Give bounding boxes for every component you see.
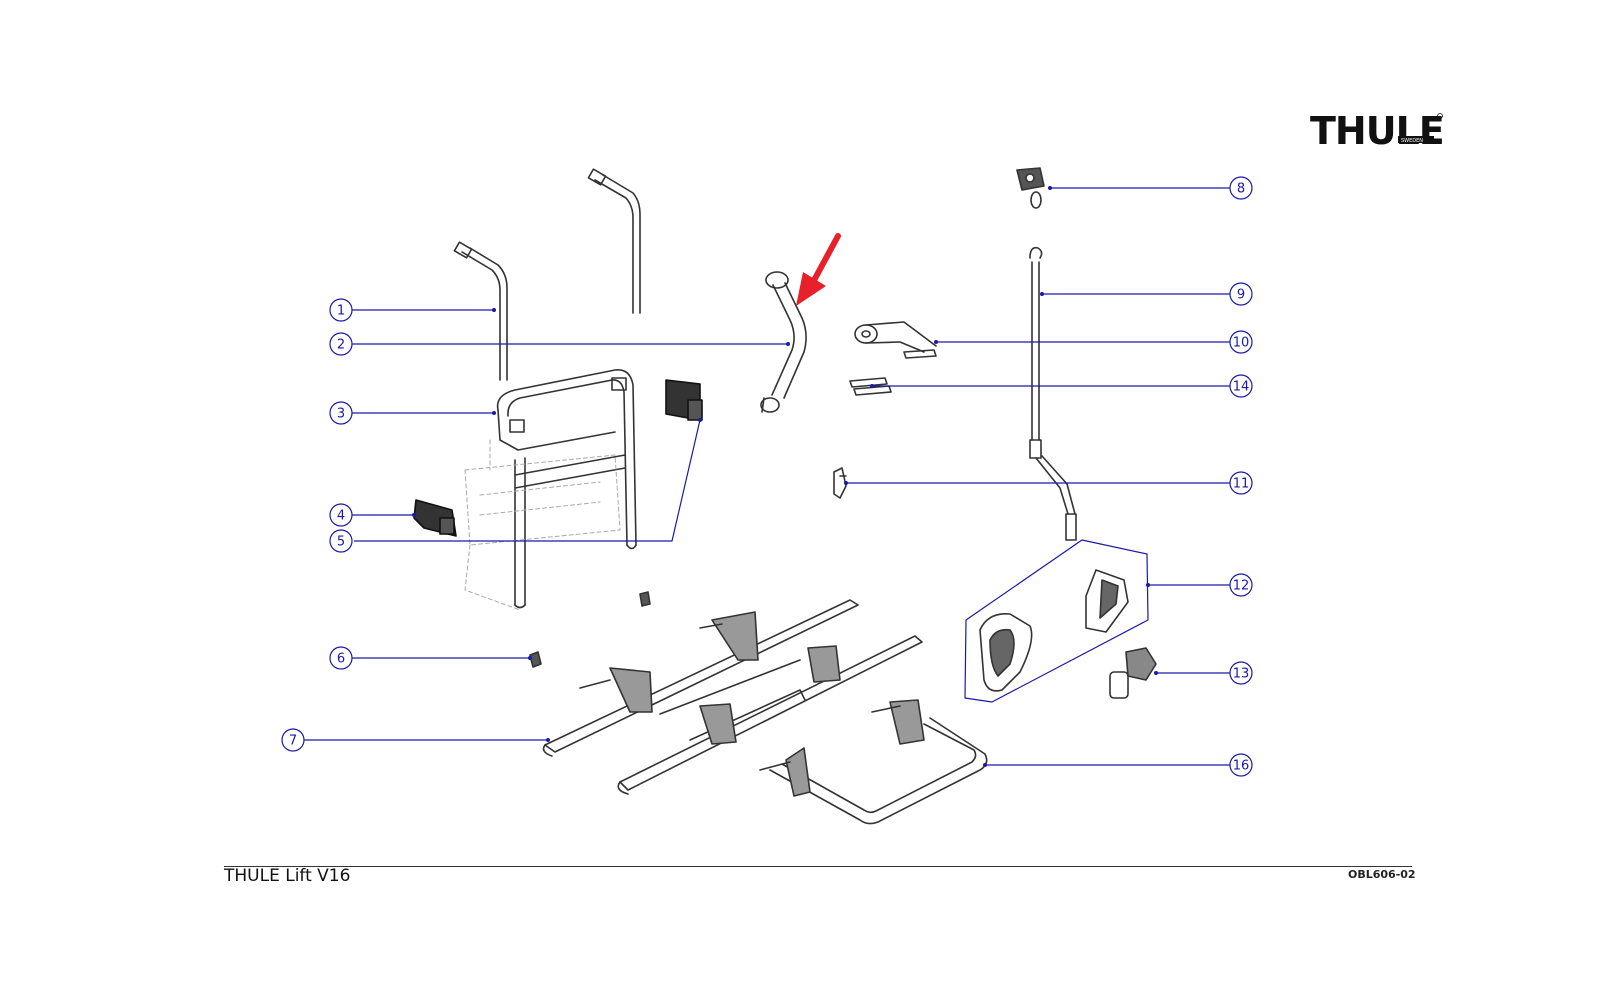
callout-16: 16 — [983, 753, 1253, 777]
callout-circle — [329, 401, 353, 425]
callout-1: 1 — [329, 298, 496, 322]
part-6-knob — [529, 651, 542, 668]
part-1-tube — [453, 241, 508, 381]
callout-circle — [1229, 471, 1253, 495]
callout-circle — [329, 332, 353, 356]
callout-circle — [1229, 753, 1253, 777]
part-3-frame — [496, 368, 637, 609]
part-8-knob — [1016, 167, 1045, 209]
part-12-group-box — [964, 539, 1149, 703]
callout-circle — [1229, 661, 1253, 685]
callout-circle — [1229, 330, 1253, 354]
part-loose-knob — [639, 591, 651, 607]
leader-line — [354, 419, 701, 542]
callout-number: 13 — [1233, 667, 1250, 682]
callout-circle — [329, 646, 353, 670]
callout-number: 1 — [337, 304, 345, 319]
thule-logo-sub: SWEDEN — [1401, 138, 1423, 144]
part-11-clip — [833, 467, 847, 499]
part-2-arm — [760, 271, 807, 413]
part-7-wheel-rails — [542, 599, 923, 795]
callout-circle — [329, 503, 353, 527]
callout-5: 5 — [329, 418, 702, 553]
callout-11: 11 — [844, 471, 1253, 495]
callout-number: 7 — [289, 734, 297, 749]
callout-3: 3 — [329, 401, 496, 425]
footer-rule — [224, 866, 1412, 867]
document-title: THULE Lift V16 — [224, 866, 351, 886]
part-9-crank-rod — [1029, 246, 1077, 541]
callout-14: 14 — [870, 374, 1253, 398]
callout-number: 16 — [1233, 759, 1250, 774]
callout-6: 6 — [329, 646, 532, 670]
leader-end-dot — [528, 656, 532, 660]
leader-end-dot — [546, 738, 550, 742]
thule-logo: THULE SWEDEN — [1310, 109, 1445, 153]
ghost-frame-outline — [464, 439, 621, 611]
callout-circle — [1229, 282, 1253, 306]
thule-logo-bar — [1398, 136, 1434, 143]
part-tube-secondary — [587, 168, 641, 314]
part-10-strap — [854, 321, 937, 359]
callout-number: 11 — [1233, 477, 1250, 492]
callout-number: 12 — [1233, 579, 1250, 594]
callout-number: 4 — [337, 509, 345, 524]
callout-number: 8 — [1237, 182, 1245, 197]
callout-8: 8 — [1048, 176, 1253, 200]
callout-circle — [329, 298, 353, 322]
highlight-arrow-icon — [796, 233, 841, 306]
part-14-pads — [849, 377, 892, 396]
leader-end-dot — [934, 340, 938, 344]
leader-end-dot — [698, 418, 702, 422]
callout-number: 10 — [1233, 336, 1250, 351]
leader-end-dot — [1048, 186, 1052, 190]
leader-end-dot — [1154, 671, 1158, 675]
leader-end-dot — [983, 763, 987, 767]
leader-end-dot — [412, 513, 416, 517]
part-4-block — [413, 499, 457, 537]
callout-number: 2 — [337, 338, 345, 353]
callout-9: 9 — [1040, 282, 1253, 306]
callout-number: 6 — [337, 652, 345, 667]
callout-number: 5 — [337, 535, 345, 550]
leader-end-dot — [1040, 292, 1044, 296]
part-13-holder — [1109, 647, 1157, 699]
part-12-covers — [979, 569, 1129, 692]
callout-number: 9 — [1237, 288, 1245, 303]
callout-circle — [329, 529, 353, 553]
callout-circle — [1229, 176, 1253, 200]
thule-logo-text: THULE — [1310, 109, 1444, 153]
leader-end-dot — [1146, 583, 1150, 587]
leader-end-dot — [844, 481, 848, 485]
callout-10: 10 — [934, 330, 1253, 354]
callout-circle — [1229, 374, 1253, 398]
callout-2: 2 — [329, 332, 790, 356]
callout-circle — [1229, 573, 1253, 597]
callout-13: 13 — [1154, 661, 1253, 685]
part-5-block — [665, 379, 703, 421]
leader-end-dot — [870, 384, 874, 388]
leader-end-dot — [492, 308, 496, 312]
callout-4: 4 — [329, 503, 416, 527]
callout-12: 12 — [1146, 573, 1253, 597]
document-code: OBL606-02 — [1348, 868, 1416, 881]
callout-number: 14 — [1233, 380, 1250, 395]
part-16-extension-frame — [759, 699, 988, 825]
registered-mark-icon — [1437, 113, 1443, 119]
callout-7: 7 — [281, 728, 550, 752]
callout-number: 3 — [337, 407, 345, 422]
leader-end-dot — [492, 411, 496, 415]
leader-end-dot — [786, 342, 790, 346]
callout-circle — [281, 728, 305, 752]
